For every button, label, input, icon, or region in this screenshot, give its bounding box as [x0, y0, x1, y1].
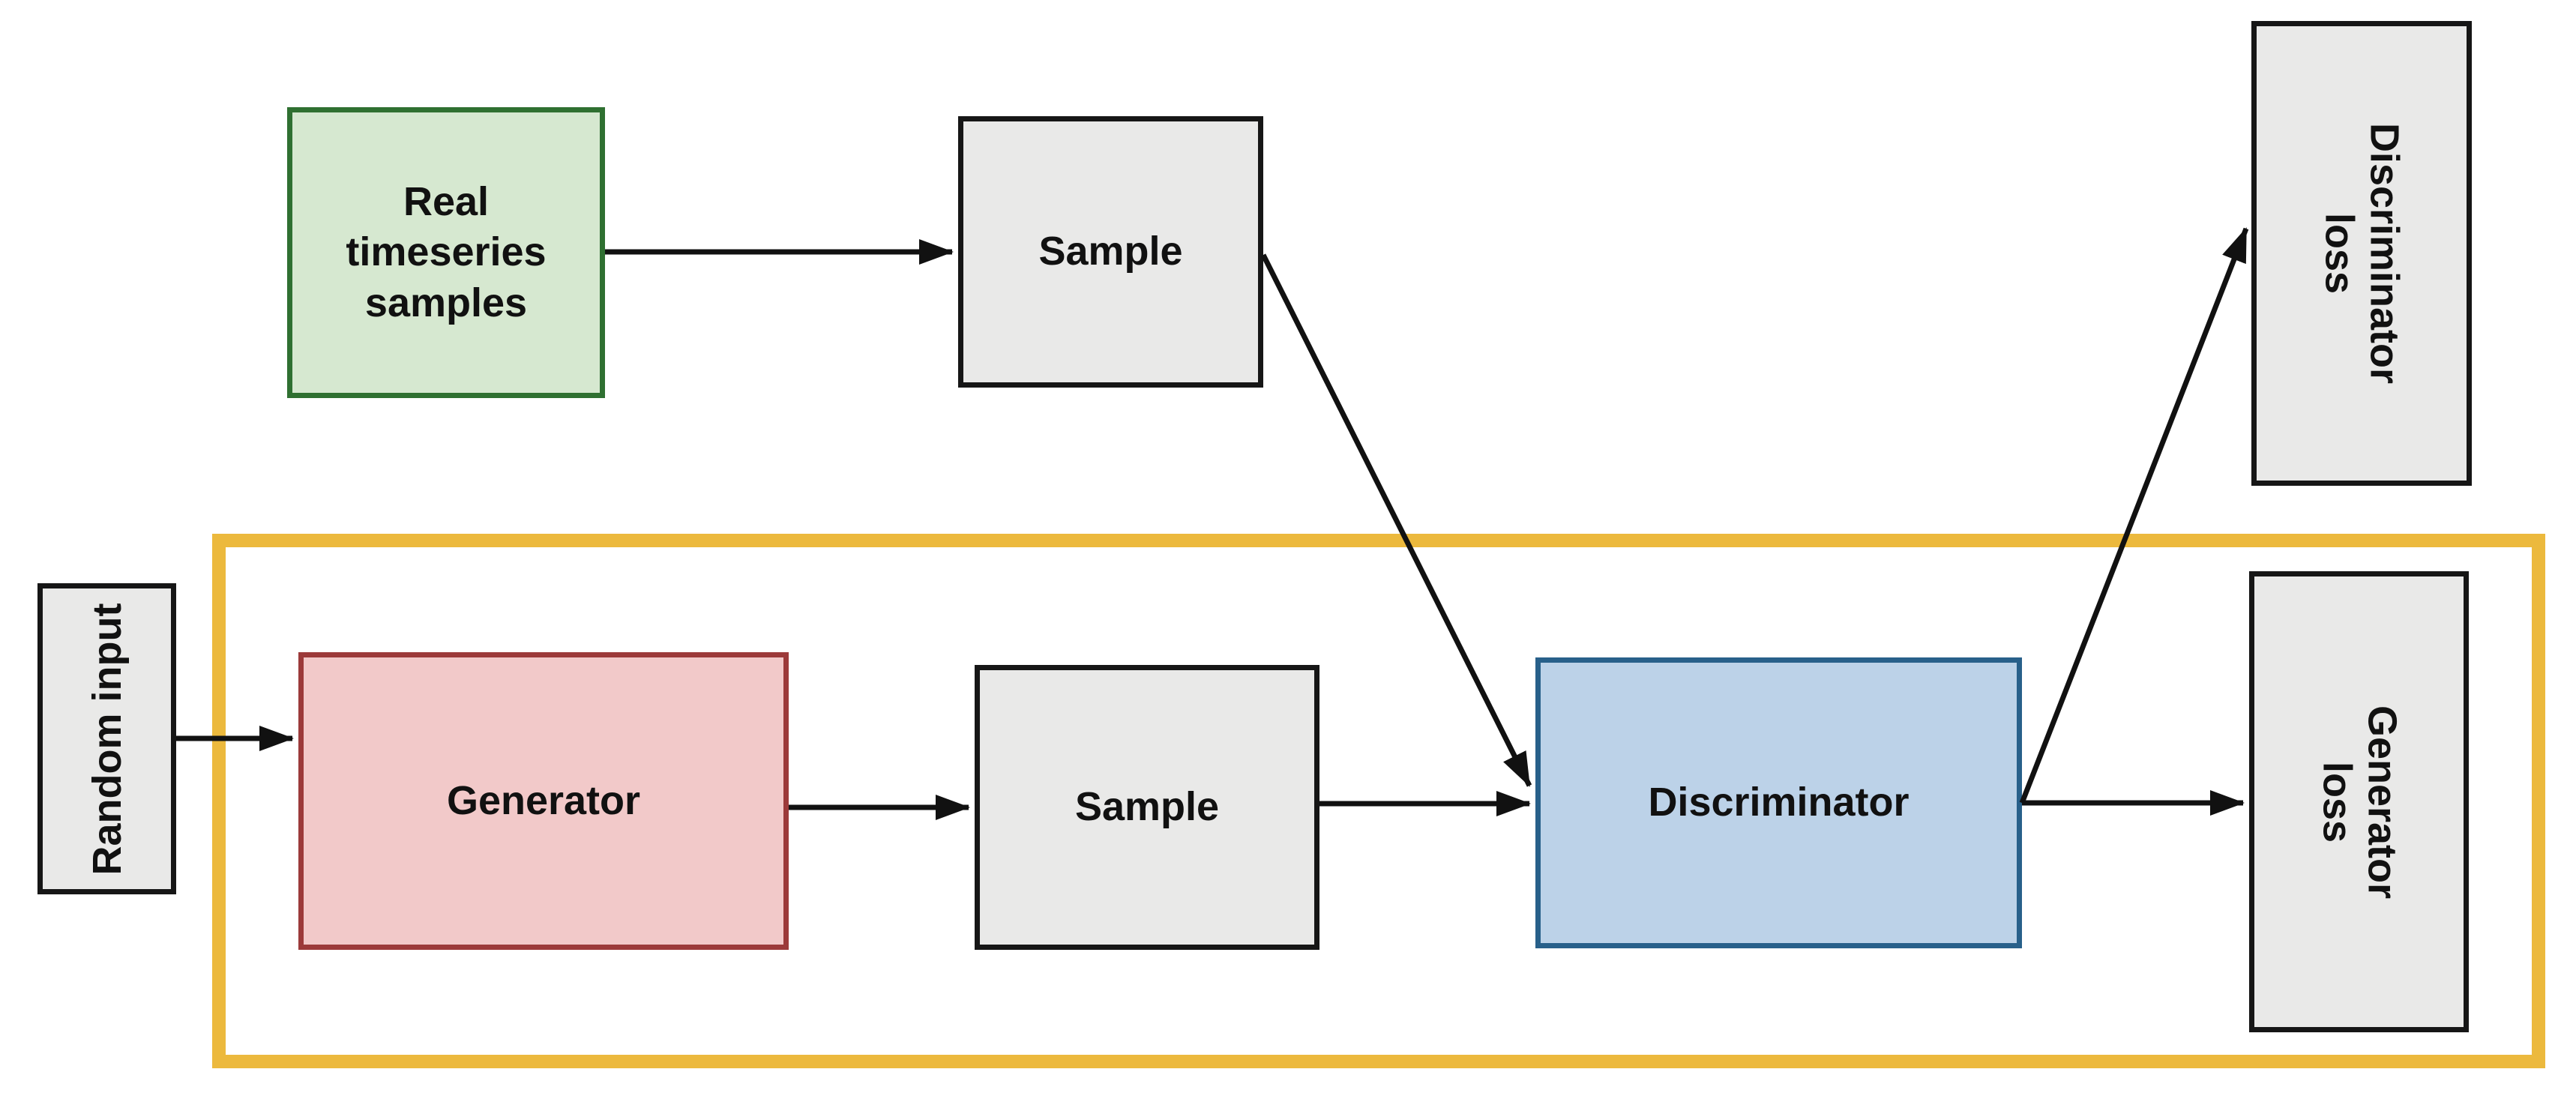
node-discriminator-label: Discriminator	[1648, 780, 1910, 825]
node-discriminator-loss: Discriminator loss	[2251, 21, 2472, 486]
node-sample-generated-label: Sample	[1074, 784, 1220, 830]
node-random-input: Random input	[37, 583, 176, 894]
node-generator-label: Generator	[446, 777, 641, 823]
node-real-timeseries-samples-label: Real timeseries samples	[346, 178, 547, 325]
node-sample-real: Sample	[958, 116, 1263, 388]
generator-loss-rotated-wrap: Generator loss	[2254, 576, 2464, 1027]
node-random-input-label: Random input	[84, 603, 130, 875]
node-sample-generated: Sample	[975, 665, 1319, 950]
node-discriminator-loss-label: Discriminator loss	[2317, 122, 2407, 385]
node-generator: Generator	[298, 652, 789, 950]
node-discriminator: Discriminator	[1535, 657, 2022, 948]
training-loop-highlight-rect	[212, 534, 2545, 1068]
node-sample-real-label: Sample	[1038, 229, 1183, 274]
node-generator-loss: Generator loss	[2249, 571, 2469, 1032]
node-real-timeseries-samples: Real timeseries samples	[287, 107, 605, 398]
discriminator-loss-rotated-wrap: Discriminator loss	[2257, 26, 2467, 481]
node-generator-loss-label: Generator loss	[2314, 705, 2404, 899]
random-input-rotated-wrap: Random input	[43, 588, 171, 889]
